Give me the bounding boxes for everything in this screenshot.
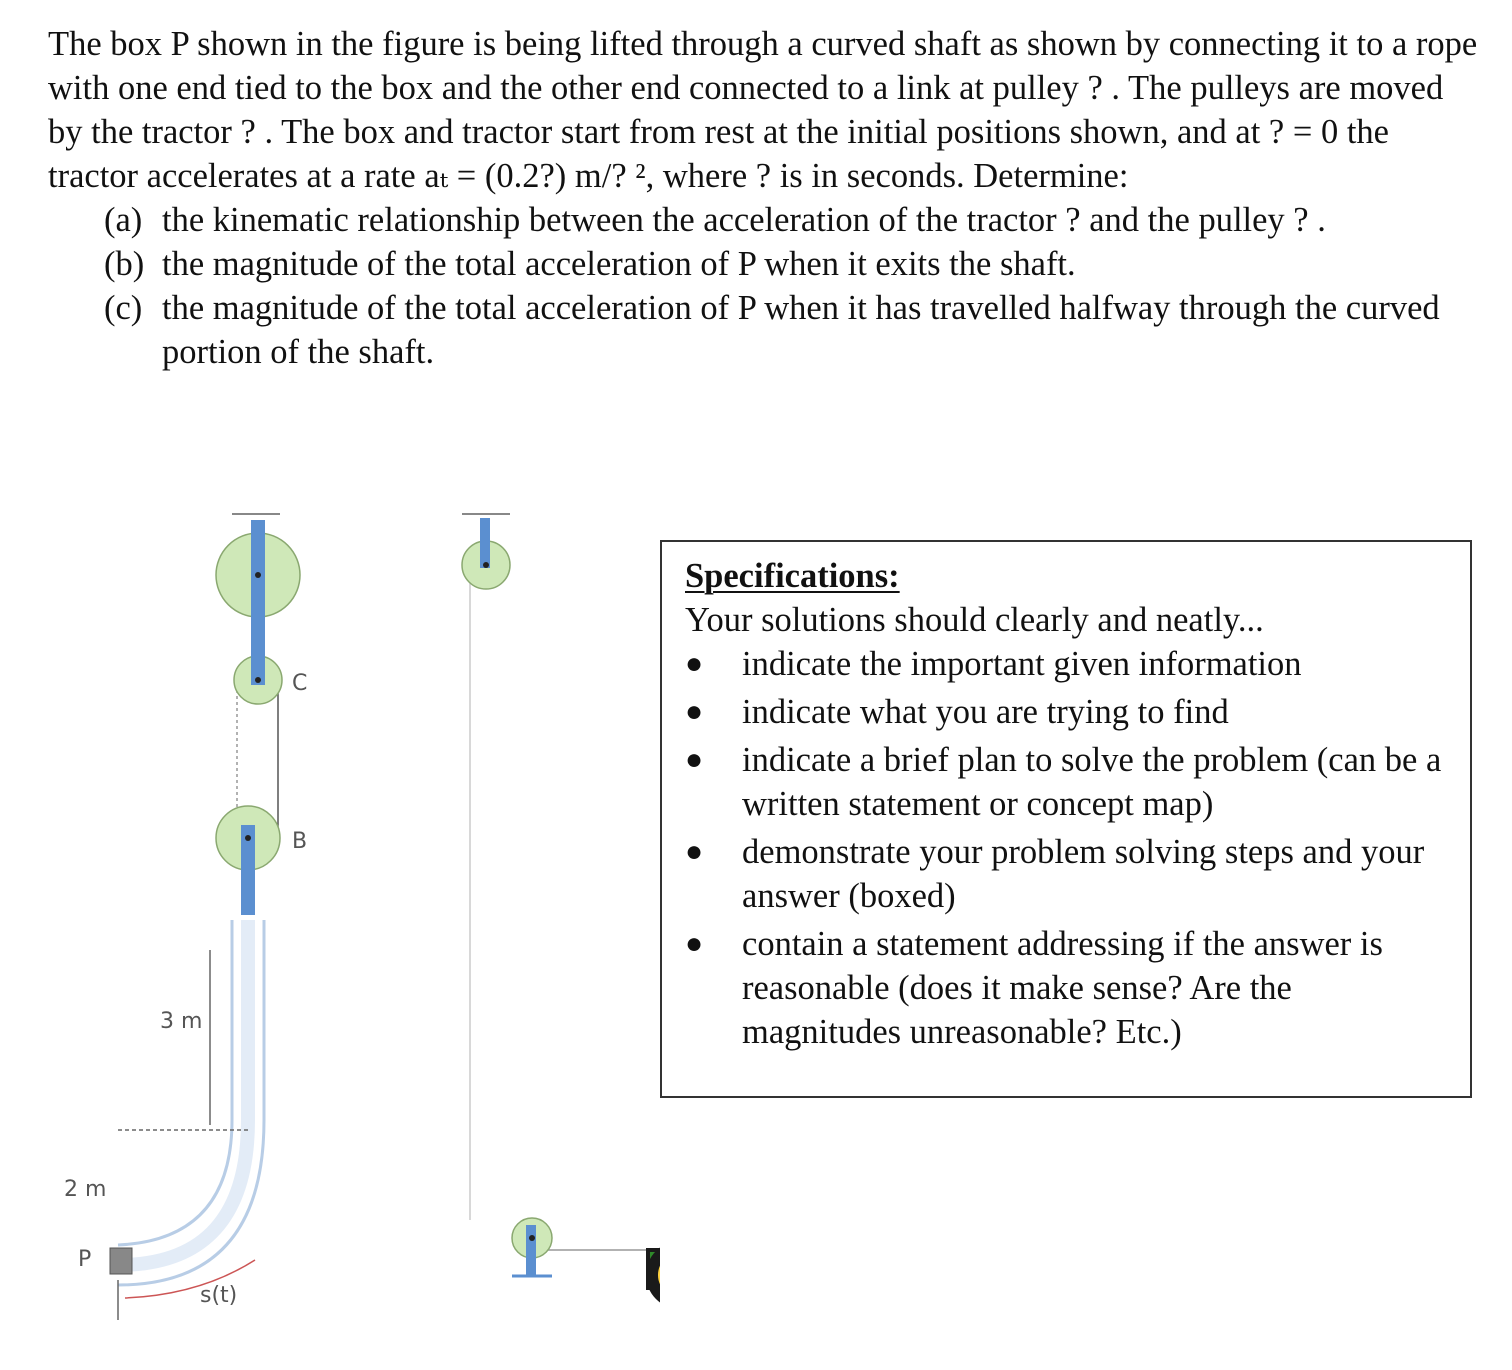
top-link <box>251 520 265 685</box>
label-p: P <box>78 1247 91 1272</box>
shaft-outer-wall <box>117 920 266 1287</box>
part-c: (c) the magnitude of the total accelerat… <box>104 286 1478 374</box>
spec-item-text: demonstrate your problem solving steps a… <box>742 833 1425 915</box>
pulley-system-figure: C B A P 3 m 2 m s(t) <box>64 513 660 1320</box>
label-b: B <box>292 829 307 854</box>
box-p <box>109 1247 133 1275</box>
specifications-title: Specifications: <box>685 557 900 595</box>
spec-item: ● indicate the important given informatio… <box>685 642 1450 686</box>
part-a: (a) the kinematic relationship between t… <box>104 198 1478 242</box>
part-c-text: the magnitude of the total acceleration … <box>162 289 1440 371</box>
spec-item-text: indicate a brief plan to solve the probl… <box>742 741 1442 823</box>
bullet: ● <box>685 743 704 776</box>
spec-item: ● indicate what you are trying to find <box>685 690 1450 734</box>
shaft-inner-wall <box>117 920 234 1247</box>
bullet: ● <box>685 695 704 728</box>
specifications-box: Specifications: Your solutions should cl… <box>660 540 1472 1098</box>
bullet: ● <box>685 927 704 960</box>
right-top-link <box>480 518 490 568</box>
tractor-pulley-link <box>526 1225 536 1275</box>
bullet: ● <box>685 835 704 868</box>
s-arrow <box>124 1259 256 1299</box>
specifications-list: ● indicate the important given informatio… <box>685 642 1450 1054</box>
question-parts: (a) the kinematic relationship between t… <box>104 198 1478 374</box>
label-c: C <box>292 671 307 696</box>
problem-statement: The box P shown in the figure is being l… <box>48 22 1478 374</box>
part-a-text: the kinematic relationship between the a… <box>162 201 1326 239</box>
part-b-label: (b) <box>104 245 145 283</box>
part-b: (b) the magnitude of the total accelerat… <box>104 242 1478 286</box>
part-a-label: (a) <box>104 201 143 239</box>
part-b-text: the magnitude of the total acceleration … <box>162 245 1076 283</box>
label-3m: 3 m <box>160 1009 202 1034</box>
spec-item: ● contain a statement addressing if the a… <box>685 922 1450 1054</box>
problem-paragraph: The box P shown in the figure is being l… <box>48 25 1478 195</box>
pulley-b-link <box>241 825 255 915</box>
label-2m: 2 m <box>64 1177 106 1202</box>
spec-item-text: indicate what you are trying to find <box>742 693 1229 731</box>
tractor <box>646 1247 660 1303</box>
spec-item-text: contain a statement addressing if the an… <box>742 925 1383 1051</box>
label-s: s(t) <box>200 1283 237 1308</box>
part-c-label: (c) <box>104 289 143 327</box>
spec-item: ● demonstrate your problem solving steps … <box>685 830 1450 918</box>
spec-item-text: indicate the important given information <box>742 645 1302 683</box>
shaft-channel <box>117 920 255 1272</box>
bullet: ● <box>685 647 704 680</box>
specifications-intro: Your solutions should clearly and neatly… <box>685 601 1264 639</box>
spec-item: ● indicate a brief plan to solve the prob… <box>685 738 1450 826</box>
